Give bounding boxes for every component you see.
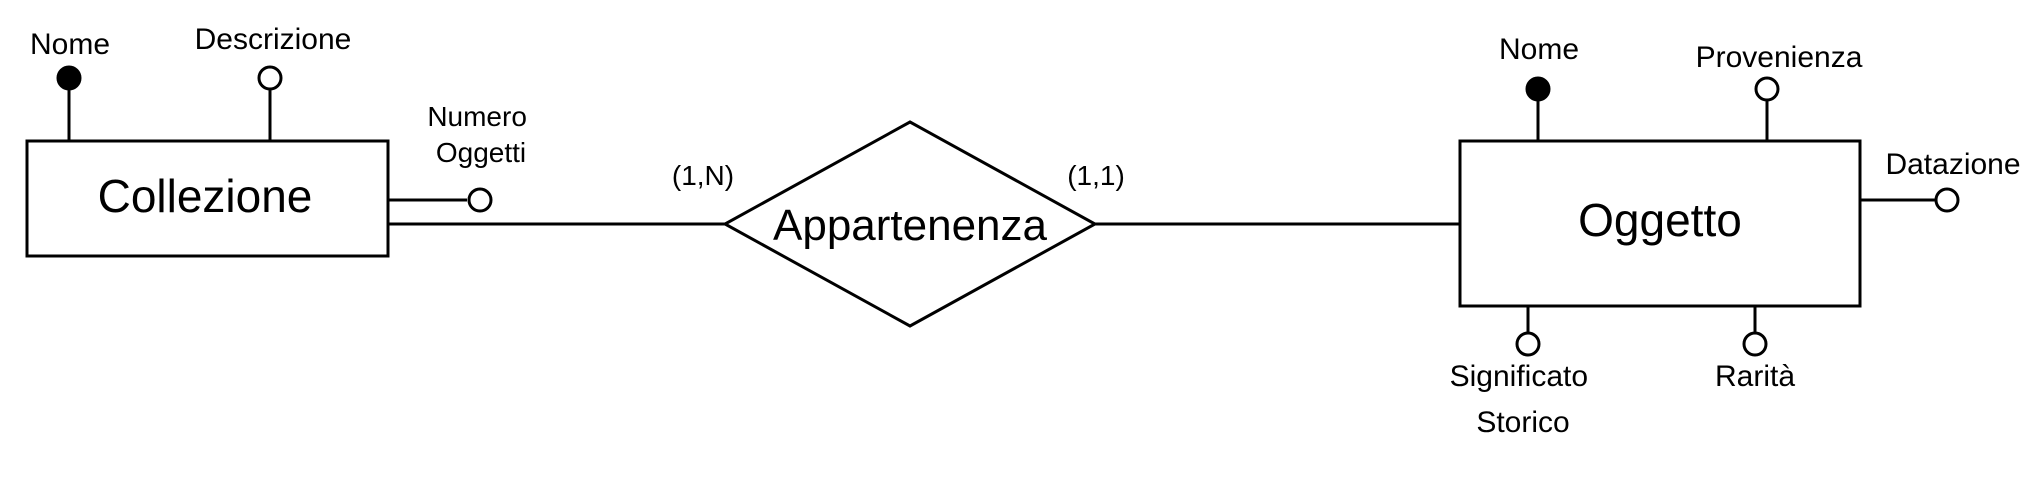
oggetto-entity-box [1458, 139, 1862, 308]
oggetto-significato-storico-line-1: Significato [1450, 360, 1588, 393]
collezione-cardinality-label: (1,N) [672, 160, 734, 191]
oggetto-nome-label: Nome [1499, 33, 1579, 66]
oggetto-provenienza-attribute-icon [1754, 76, 1780, 102]
collezione-numero-oggetti-line-2: Oggetti [436, 137, 526, 168]
collezione-numero-oggetti-label: Numero Oggetti [427, 101, 534, 168]
collezione-numero-oggetti-line-1: Numero [427, 101, 527, 132]
collezione-nome-label: Nome [30, 28, 110, 61]
oggetto-cardinality-label: (1,1) [1067, 160, 1125, 191]
oggetto-entity-label: Oggetto [1578, 194, 1742, 246]
oggetto-nome-key-attribute-icon [1525, 76, 1551, 102]
oggetto-significato-storico-label: Significato Storico [1450, 360, 1597, 439]
collezione-descrizione-attribute-icon [257, 65, 283, 91]
appartenenza-relationship-label: Appartenenza [773, 201, 1048, 250]
oggetto-provenienza-label: Provenienza [1696, 41, 1863, 74]
relationship-appartenenza: Appartenenza (1,N) (1,1) [389, 120, 1460, 328]
oggetto-datazione-attribute-icon [1934, 187, 1960, 213]
entity-collezione: Nome Descrizione Collezione Numero Ogget… [25, 23, 534, 258]
oggetto-rarita-attribute-icon [1742, 331, 1768, 357]
collezione-descrizione-label: Descrizione [195, 23, 352, 56]
collezione-numero-oggetti-attribute-icon [467, 187, 493, 213]
entity-oggetto: Nome Provenienza Oggetto Datazione Signi… [1450, 33, 2021, 439]
collezione-entity-label: Collezione [98, 170, 313, 222]
collezione-entity-box [25, 139, 390, 258]
oggetto-datazione-label: Datazione [1885, 148, 2020, 181]
oggetto-significato-storico-attribute-icon [1515, 331, 1541, 357]
appartenenza-relationship-diamond [721, 120, 1099, 328]
collezione-nome-key-attribute-icon [56, 65, 82, 91]
oggetto-significato-storico-line-2: Storico [1476, 406, 1569, 439]
oggetto-rarita-label: Rarità [1715, 360, 1795, 393]
